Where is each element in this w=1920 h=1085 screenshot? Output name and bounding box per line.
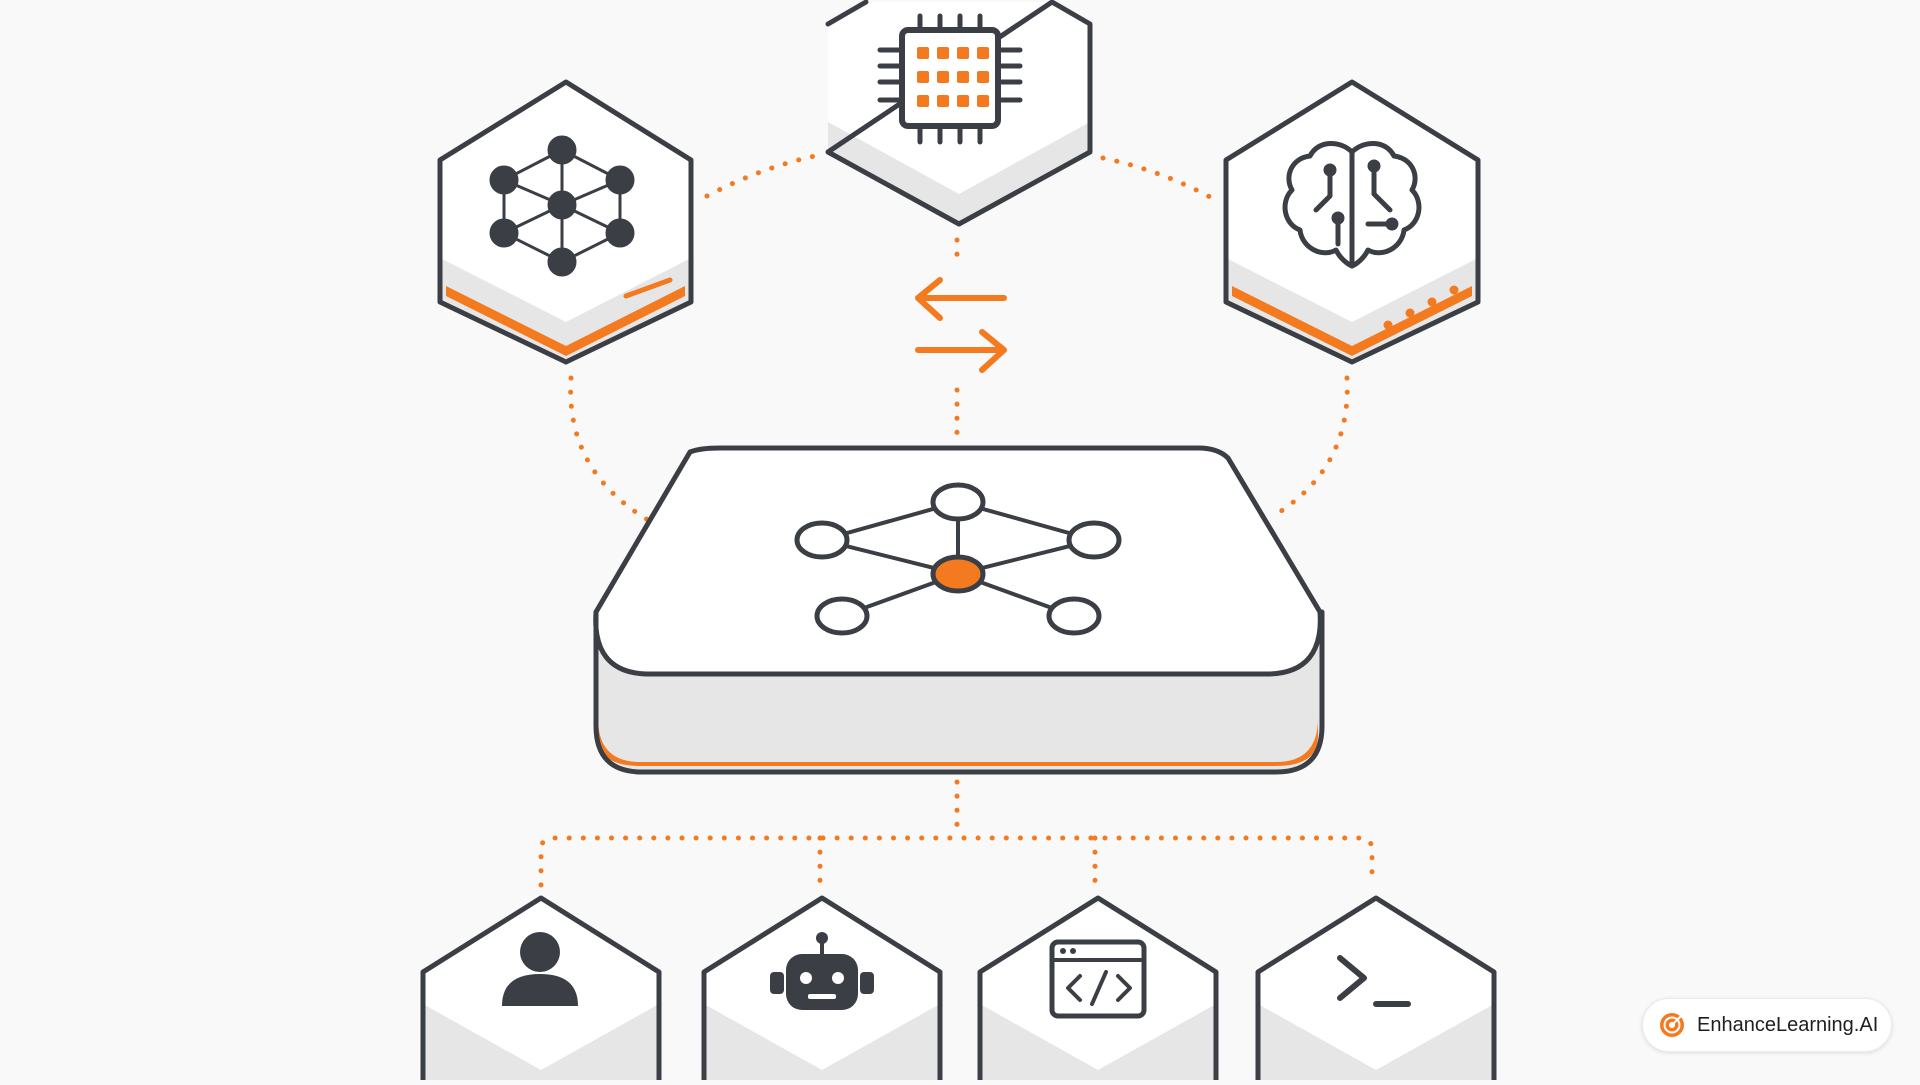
network-graph-icon <box>794 482 1122 636</box>
top-node-knowledge-graph <box>437 79 694 365</box>
connector-right-down <box>1267 375 1350 521</box>
bottom-node-robot <box>701 895 943 1083</box>
processor-chip-icon <box>877 13 1023 145</box>
central-hub <box>593 445 1325 775</box>
brand-name: EnhanceLearning.AI <box>1697 1013 1879 1036</box>
connector-left-down <box>568 375 651 523</box>
bidirectional-arrows-icon <box>915 277 1007 373</box>
circuit-brain-icon <box>1282 141 1422 269</box>
terminal-icon <box>1337 955 1411 1007</box>
top-node-brain <box>1223 79 1481 365</box>
target-logo-icon <box>1660 1013 1684 1037</box>
top-node-processor <box>825 0 1093 227</box>
code-window-icon <box>1049 939 1147 1019</box>
knowledge-graph-icon <box>489 135 635 277</box>
connector-bus <box>538 835 1375 888</box>
bottom-node-user <box>420 895 662 1083</box>
brand-badge[interactable]: EnhanceLearning.AI <box>1642 998 1892 1052</box>
connectors <box>538 153 1375 893</box>
robot-icon <box>770 932 874 1010</box>
bottom-node-terminal <box>1255 895 1497 1083</box>
connector-left-top <box>704 153 818 199</box>
user-icon <box>502 932 578 1006</box>
bottom-node-code <box>977 895 1219 1083</box>
connector-right-top <box>1100 155 1215 201</box>
